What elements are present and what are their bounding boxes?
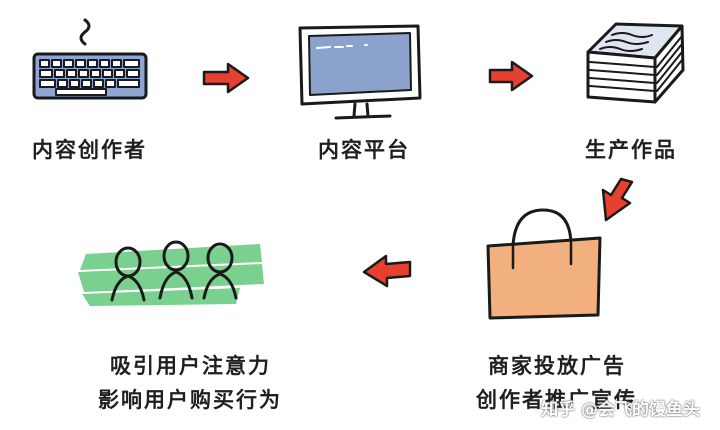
arrow-right-icon [488, 60, 534, 92]
step-platform-label: 内容平台 [318, 138, 410, 162]
keyboard-icon [32, 18, 148, 100]
monitor-icon [298, 24, 422, 120]
step-users-label-2: 影响用户购买行为 [98, 388, 282, 412]
arrow-left-icon [362, 254, 412, 288]
arrow-down-left-icon [601, 177, 634, 222]
shopping-bag-icon [486, 208, 602, 320]
step-advertise-label-1: 商家投放广告 [488, 354, 626, 378]
crowd-icon [78, 240, 264, 306]
step-users-label-1: 吸引用户注意力 [110, 354, 271, 378]
arrow-right-icon [202, 62, 250, 94]
step-creator-label: 内容创作者 [32, 138, 147, 162]
watermark: 知乎 @会飞的馒鱼头 [541, 400, 700, 420]
paper-stack-icon [586, 22, 685, 104]
step-advertise-label-2: 创作者推广宣传 [476, 388, 637, 412]
step-produce-label: 生产作品 [585, 138, 677, 162]
